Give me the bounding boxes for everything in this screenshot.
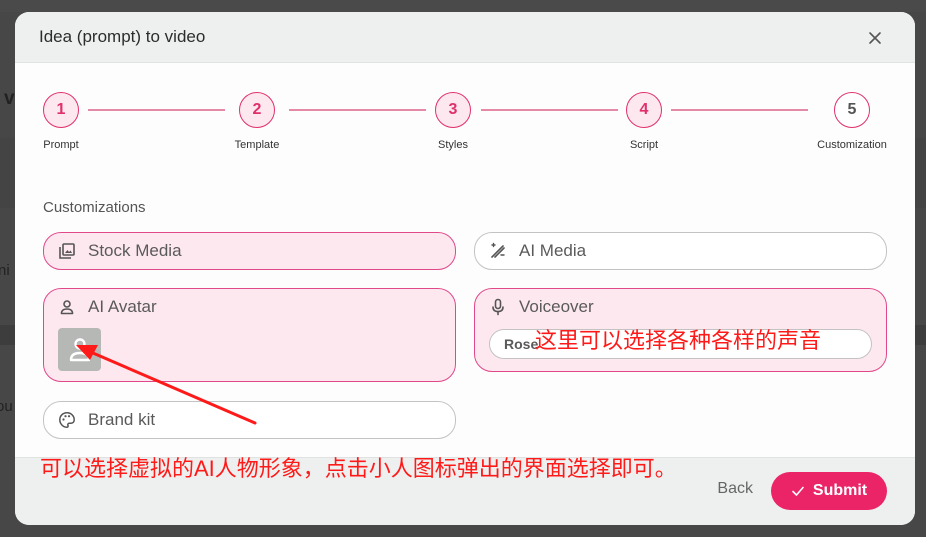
step-connector [289, 109, 426, 111]
submit-button[interactable]: Submit [771, 472, 887, 510]
modal-title: Idea (prompt) to video [39, 27, 206, 46]
bg-fragment: ni [0, 262, 10, 279]
step-styles[interactable]: 3 Styles [413, 92, 493, 151]
voice-annotation: 这里可以选择各种各样的声音 [535, 328, 822, 353]
step-connector [481, 109, 618, 111]
ai-media-icon [491, 242, 505, 258]
step-template[interactable]: 2 Template [217, 92, 297, 151]
step-script[interactable]: 4 Script [604, 92, 684, 151]
bg-band [0, 0, 926, 12]
step-customization[interactable]: 5 Customization [812, 92, 892, 151]
ai-avatar-option[interactable]: AI Avatar [43, 288, 456, 382]
voiceover-option[interactable]: Voiceover Rose [474, 288, 887, 372]
back-button[interactable]: Back [717, 480, 753, 497]
step-number: 1 [43, 92, 79, 128]
step-label: Styles [438, 139, 468, 151]
step-prompt[interactable]: 1 Prompt [21, 92, 101, 151]
step-label: Script [629, 139, 659, 151]
avatar-placeholder-icon [69, 337, 90, 361]
person-icon [60, 300, 74, 315]
modal-footer: Back Submit [15, 457, 915, 525]
customizations-label: Customizations [43, 199, 146, 216]
avatar-annotation: 可以选择虚拟的AI人物形象，点击小人图标弹出的界面选择即可。 [40, 456, 677, 481]
step-label: Template [234, 139, 280, 151]
ai-media-option[interactable]: AI Media [474, 232, 887, 270]
close-icon [869, 32, 881, 44]
option-label: Voiceover [519, 297, 594, 316]
close-button[interactable] [865, 28, 885, 48]
stepper: 1 Prompt 2 Template 3 Styles 4 Script 5 … [15, 92, 915, 162]
bg-fragment: ou [0, 398, 13, 415]
avatar-picker-button[interactable] [58, 328, 101, 371]
stock-media-icon [59, 243, 75, 259]
bg-fragment: v [4, 88, 15, 109]
step-number: 3 [435, 92, 471, 128]
option-label: Stock Media [88, 241, 182, 260]
option-label: AI Media [519, 241, 587, 260]
palette-icon [59, 412, 75, 428]
step-connector [671, 109, 808, 111]
microphone-icon [492, 298, 504, 316]
check-icon [792, 486, 804, 496]
brand-kit-option[interactable]: Brand kit [43, 401, 456, 439]
voice-value: Rose [504, 336, 539, 352]
step-label: Prompt [43, 139, 79, 151]
voice-select[interactable]: Rose [489, 329, 872, 359]
modal-header: Idea (prompt) to video [15, 12, 915, 63]
option-label: Brand kit [88, 410, 156, 429]
step-label: Customization [817, 139, 887, 151]
idea-to-video-modal: Idea (prompt) to video 1 Prompt 2 Templa… [15, 12, 915, 525]
step-connector [88, 109, 225, 111]
step-number: 2 [239, 92, 275, 128]
stock-media-option[interactable]: Stock Media [43, 232, 456, 270]
step-number: 5 [834, 92, 870, 128]
option-label: AI Avatar [88, 297, 157, 316]
submit-label: Submit [812, 482, 868, 499]
step-number: 4 [626, 92, 662, 128]
